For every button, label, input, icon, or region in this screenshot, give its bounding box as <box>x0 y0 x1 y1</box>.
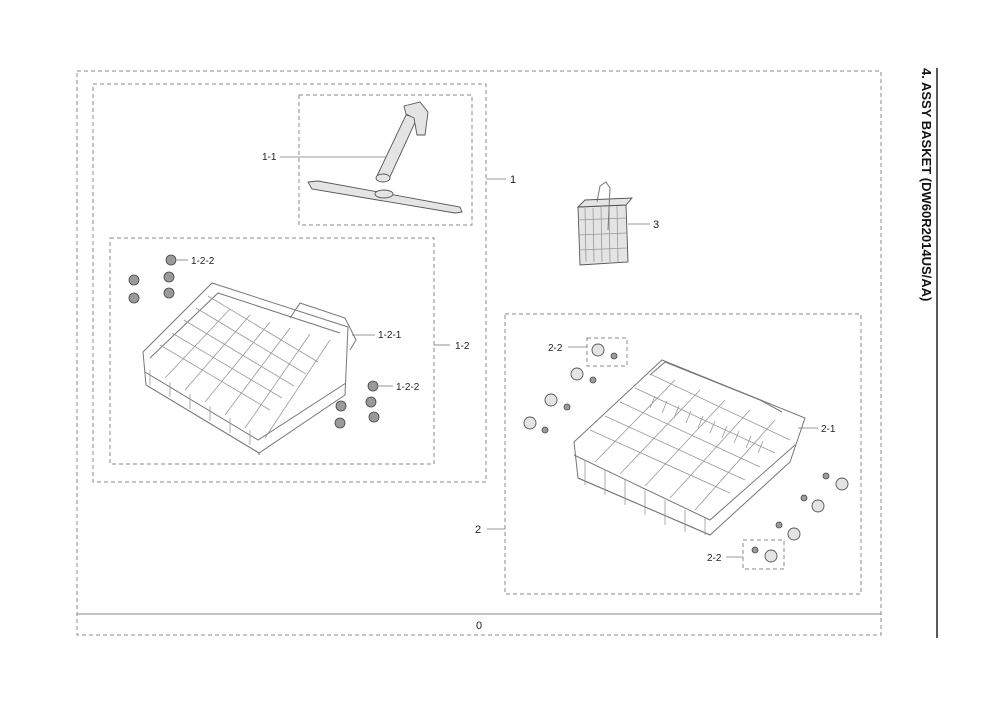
label-1-2: 1-2 <box>455 341 470 352</box>
detail-box-2-2-top <box>586 337 628 367</box>
label-1: 1 <box>510 174 516 186</box>
label-1-1: 1-1 <box>262 152 277 163</box>
spray-arm-part <box>307 101 463 214</box>
page-title: 4. ASSY BASKET (DW60R2014US/AA) <box>919 68 934 301</box>
label-2-2-bottom: 2-2 <box>707 553 722 564</box>
assembly-box-1-2 <box>109 237 435 465</box>
assembly-box-2 <box>504 313 862 595</box>
label-2: 2 <box>475 524 481 536</box>
label-1-2-1: 1-2-1 <box>378 330 402 341</box>
upper-rack-part <box>142 282 357 455</box>
assembly-box-1-1 <box>298 94 473 226</box>
upper-wheels-top <box>128 254 177 304</box>
assembly-box-0 <box>76 70 882 636</box>
assembly-box-1 <box>92 83 487 483</box>
label-1-2-2-right: 1-2-2 <box>396 382 420 393</box>
lower-rack-part <box>573 359 806 536</box>
lower-wheels-left <box>523 367 597 434</box>
label-2-2-top: 2-2 <box>548 343 563 354</box>
lower-wheel-detail-bottom <box>751 546 778 563</box>
label-1-2-2-top: 1-2-2 <box>191 256 215 267</box>
upper-wheels-right <box>334 380 380 429</box>
label-2-1: 2-1 <box>821 424 836 435</box>
lower-wheel-detail-top <box>591 343 618 360</box>
lower-wheels-right <box>775 472 849 541</box>
detail-box-2-2-bottom <box>742 539 785 570</box>
cutlery-basket-part <box>576 181 634 266</box>
label-3: 3 <box>653 219 659 231</box>
label-0: 0 <box>476 620 482 632</box>
